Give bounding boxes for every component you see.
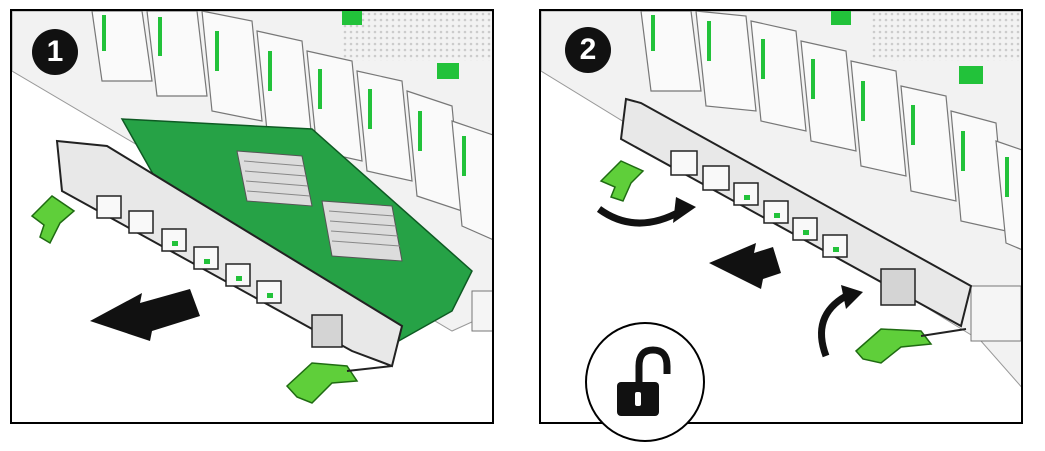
network-ports xyxy=(670,150,916,306)
card-bracket xyxy=(55,139,404,368)
insert-arrow-icon xyxy=(90,289,200,341)
status-tab xyxy=(437,63,459,79)
rotate-arrow-icon xyxy=(818,292,848,358)
heatsink xyxy=(321,200,403,262)
lever-left xyxy=(30,195,76,245)
fan-accent-stripes xyxy=(102,15,466,176)
status-tab xyxy=(342,11,362,25)
card-bracket xyxy=(619,97,973,328)
unlock-badge xyxy=(585,322,705,442)
heatsink xyxy=(236,150,313,207)
step-1-illustration xyxy=(12,11,492,404)
lever-right xyxy=(285,362,359,404)
lock-open-icon xyxy=(617,346,671,416)
lever-left xyxy=(599,160,645,202)
fan-slots xyxy=(640,11,1021,250)
step-1-panel: 1 xyxy=(10,9,494,424)
status-tab xyxy=(831,11,851,25)
status-tab xyxy=(959,66,983,84)
step-number-badge: 1 xyxy=(32,29,78,75)
rotate-arrow-icon xyxy=(596,206,683,227)
step-number-badge: 2 xyxy=(565,27,611,73)
step-2-panel: 2 xyxy=(539,9,1023,424)
insert-arrow-icon xyxy=(709,243,781,289)
lever-right xyxy=(854,328,933,364)
step-2-illustration xyxy=(541,11,1021,388)
fan-accent-stripes xyxy=(651,15,1009,197)
network-ports xyxy=(96,195,343,348)
